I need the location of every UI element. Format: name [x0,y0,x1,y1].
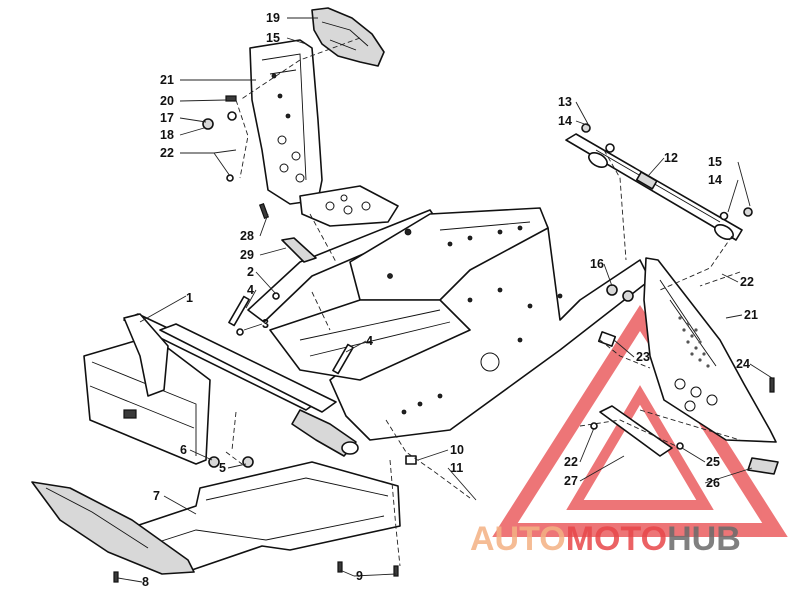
part-13-bolt [581,123,591,133]
part-9-screw-a [337,561,343,573]
callout-7: 7 [153,489,160,503]
part-9-screw-b [393,565,399,577]
callout-22-lower: 22 [564,455,578,469]
callout-25: 25 [706,455,720,469]
part-10-clip [405,455,417,465]
part-5-nut [242,456,254,468]
callout-13: 13 [558,95,572,109]
part-21-upper-support-plate [249,39,323,205]
callout-18: 18 [160,128,174,142]
part-22-rivet-upper [226,174,234,182]
part-1-shock-mount [123,313,169,397]
part-3-rivet [236,328,244,336]
part-21-footrest-panel [643,257,777,443]
callout-26: 26 [706,476,720,490]
watermark-logo-text: AUTOMOTOHUB [470,520,741,558]
part-14-nut-right [719,211,729,221]
callout-15-right: 15 [708,155,722,169]
upper-steering-support-assembly [202,7,399,227]
main-chassis-frame [83,207,651,468]
callout-12: 12 [664,151,678,165]
callout-2: 2 [247,265,254,279]
part-17-washer [227,111,237,121]
part-20-bolt [225,95,237,102]
callout-15-upper: 15 [266,31,280,45]
part-23-bushing [597,331,617,347]
steering-post-assembly [565,123,753,241]
part-26-plate [747,457,779,475]
part-14-nut-left [605,143,615,153]
callout-8: 8 [142,575,149,589]
callout-17: 17 [160,111,174,125]
callout-20: 20 [160,94,174,108]
callout-3: 3 [262,317,269,331]
footrest-grip-pattern [678,316,710,368]
callout-numbers: 19 15 21 20 17 18 22 13 14 12 15 14 28 2… [142,11,758,589]
callout-16: 16 [590,257,604,271]
callout-5: 5 [219,461,226,475]
part-19-bracket [311,7,385,67]
part-18-nut [202,118,214,130]
callout-27: 27 [564,474,578,488]
belly-pan-assembly [31,455,417,583]
callout-6: 6 [180,443,187,457]
part-4-rod-b [332,343,354,375]
callout-28: 28 [240,229,254,243]
part-25-washer [676,442,684,450]
part-4-rod-a [228,295,250,327]
callout-11: 11 [450,461,463,475]
part-27-bracket [599,405,673,457]
chassis-steering-tube [291,409,357,457]
assembly-center-lines [225,37,741,567]
callout-21-upper: 21 [160,73,174,87]
part-29-strap [281,237,317,263]
callout-22-upper: 22 [160,146,174,160]
callout-9: 9 [356,569,363,583]
misc-hardware [228,202,354,375]
callout-29: 29 [240,248,254,262]
bumper-slot [123,409,137,419]
callout-21-right: 21 [744,308,758,322]
callout-22-right: 22 [740,275,754,289]
callout-1: 1 [186,291,193,305]
watermark-auto: AUTOMOTOHUB [470,520,741,558]
callout-19: 19 [266,11,280,25]
part-15-bolt-right [743,207,753,217]
part-16-nut-b [622,290,634,302]
callout-4-left: 4 [247,283,254,297]
callout-24: 24 [736,357,750,371]
callout-4-center: 4 [366,334,373,348]
part-16-nut-a [606,284,618,296]
callout-14-right: 14 [708,173,722,187]
part-2-rivet [272,292,280,300]
chassis-floor [269,299,471,381]
part-6-nut [208,456,220,468]
callout-14-left: 14 [558,114,572,128]
callout-10: 10 [450,443,464,457]
callout-23: 23 [636,350,650,364]
part-24-bolt [769,377,775,393]
callout-leader-lines [117,17,773,583]
part-8-screw [113,571,119,583]
part-8-skid-guard [31,481,195,575]
